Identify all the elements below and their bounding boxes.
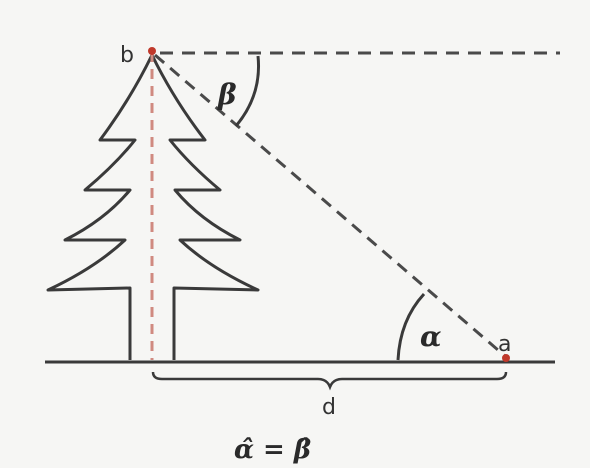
point-a-marker bbox=[502, 354, 510, 362]
alpha-label: α bbox=[420, 320, 442, 353]
alpha-angle-arc bbox=[396, 292, 426, 361]
point-b-label: b bbox=[120, 43, 134, 68]
beta-angle-arc bbox=[234, 55, 261, 127]
distance-label: d bbox=[322, 395, 336, 420]
point-a-label: a bbox=[498, 332, 511, 357]
angle-equality-equation: α̂ = β̂ bbox=[234, 435, 311, 465]
beta-label: β bbox=[217, 78, 237, 111]
point-b-marker bbox=[148, 47, 156, 55]
sightline-dashed-line bbox=[154, 53, 506, 358]
distance-bracket bbox=[151, 371, 508, 391]
